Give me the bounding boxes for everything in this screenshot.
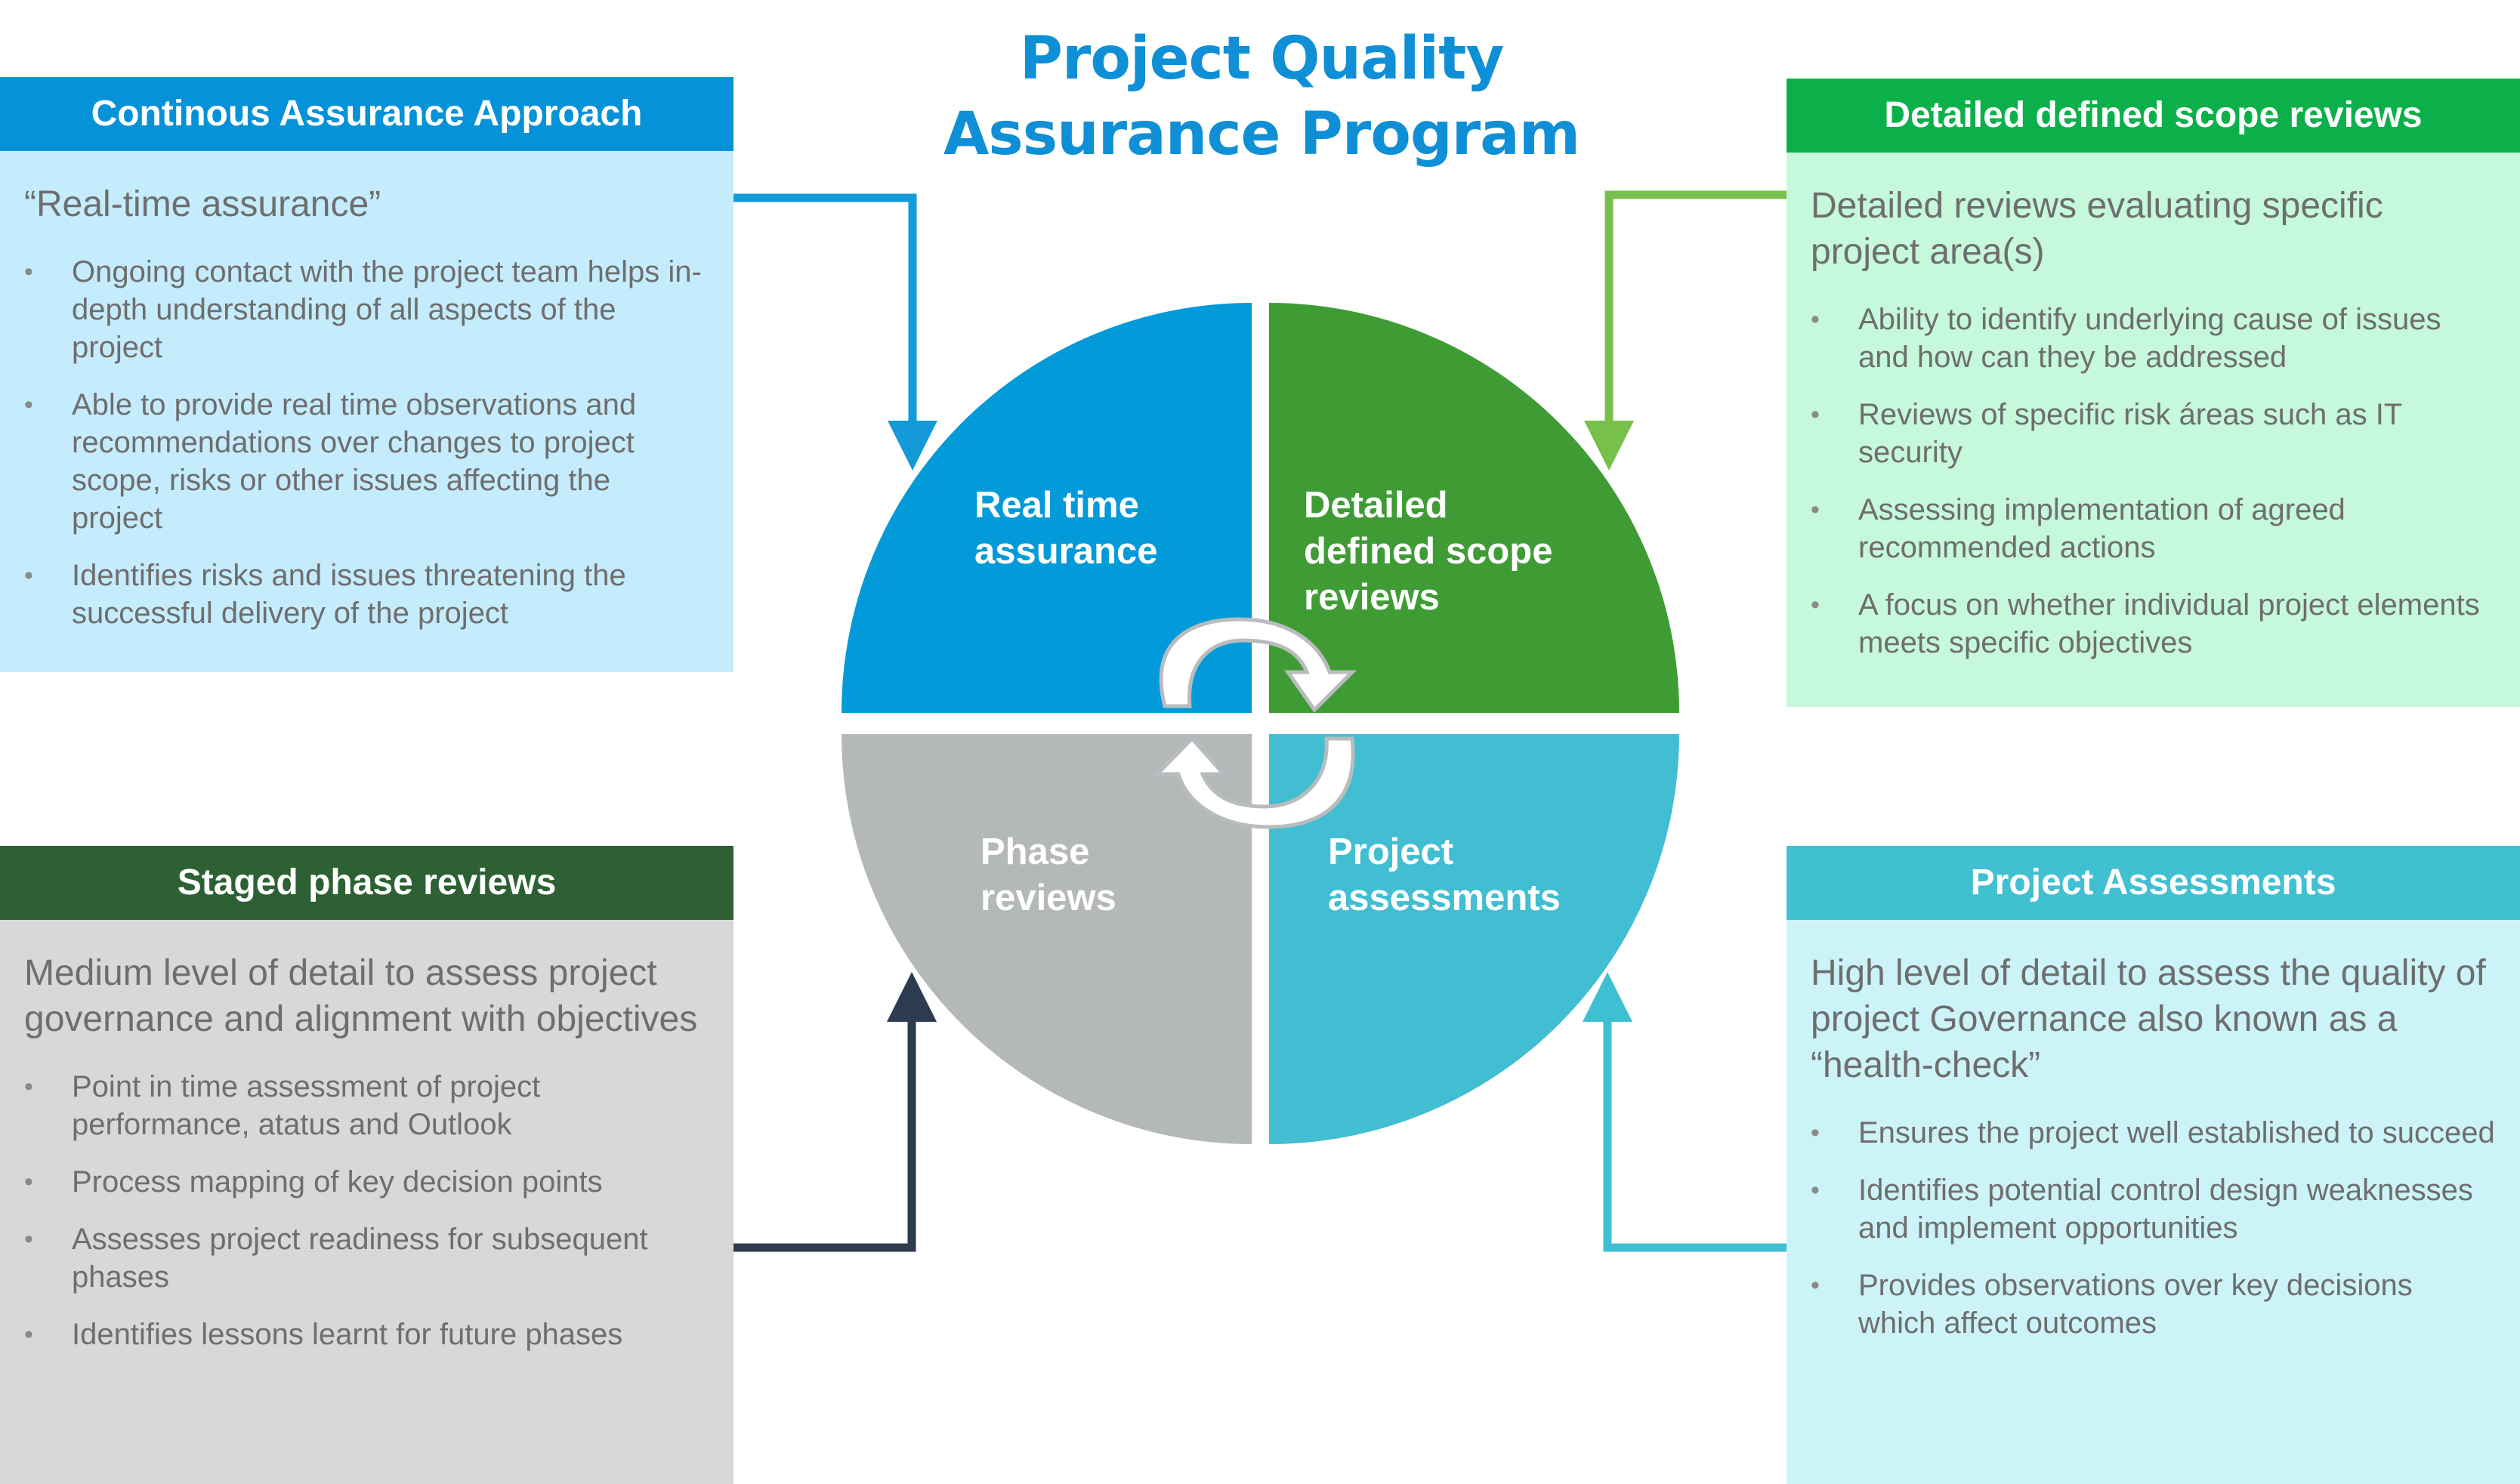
cycle-arrow-bottom-icon <box>1153 736 1355 829</box>
bullet-list: Ability to identify underlying cause of … <box>1811 301 2496 662</box>
quadrant-label-line: reviews <box>1304 577 1440 618</box>
quadrant-top-right <box>1269 303 1679 713</box>
quadrant-label-line: Detailed <box>1304 485 1448 526</box>
quadrant-bottom-left <box>842 734 1252 1144</box>
quadrant-label-line: assessments <box>1328 878 1561 918</box>
panel-body: Medium level of detail to assess project… <box>0 920 733 1484</box>
bullet-item: Ability to identify underlying cause of … <box>1811 301 2496 376</box>
quadrant-label-assessments: Project assessments <box>1328 829 1561 921</box>
connector-assessments <box>1583 972 1790 1252</box>
bullet-item: Process mapping of key decision points <box>24 1163 709 1201</box>
bullet-item: Assesses project readiness for subsequen… <box>24 1220 709 1296</box>
connector-continuous <box>733 193 937 470</box>
quadrant-top-left <box>842 303 1252 713</box>
title-line-1: Project Quality <box>1019 25 1505 93</box>
bullet-item: Ensures the project well established to … <box>1811 1114 2496 1152</box>
quadrant-label-line: Real time <box>974 485 1139 526</box>
panel-header: Detailed defined scope reviews <box>1787 79 2520 153</box>
panel-lead: High level of detail to assess the quali… <box>1811 953 2486 1085</box>
connector-staged <box>727 972 937 1252</box>
bullet-item: Assessing implementation of agreed recom… <box>1811 491 2496 566</box>
panel-body: High level of detail to assess the quali… <box>1787 920 2520 1484</box>
bullet-list: Ensures the project well established to … <box>1811 1114 2496 1342</box>
panel-continuous-assurance: Continous Assurance Approach “Real-time … <box>0 77 733 672</box>
bullet-item: Identifies lessons learnt for future pha… <box>24 1316 709 1353</box>
panel-body: Detailed reviews evaluating specific pro… <box>1787 153 2520 707</box>
quadrant-label-line: assurance <box>974 531 1158 572</box>
quadrant-label-line: defined scope <box>1304 531 1553 572</box>
panel-staged-phase-reviews: Staged phase reviews Medium level of det… <box>0 846 733 1484</box>
cycle-arrows <box>1153 617 1357 829</box>
panel-lead: Detailed reviews evaluating specific pro… <box>1811 186 2383 272</box>
panel-lead: Medium level of detail to assess project… <box>24 953 698 1039</box>
quadrant-label-line: reviews <box>981 878 1116 918</box>
quadrant-label-line: Phase <box>981 831 1090 872</box>
bullet-item: Able to provide real time observations a… <box>24 386 709 537</box>
quadrant-label-line: Project <box>1328 831 1454 872</box>
bullet-list: Point in time assessment of project perf… <box>24 1068 709 1353</box>
panel-detailed-scope-reviews: Detailed defined scope reviews Detailed … <box>1787 79 2520 707</box>
quadrant-label-detailed: Detailed defined scope reviews <box>1304 483 1552 621</box>
panel-header: Staged phase reviews <box>0 846 733 920</box>
bullet-item: A focus on whether individual project el… <box>1811 586 2496 662</box>
panel-lead: “Real-time assurance” <box>24 184 381 224</box>
bullet-item: Ongoing contact with the project team he… <box>24 253 709 366</box>
quadrant-bottom-right <box>1269 734 1679 1144</box>
page-title: Project Quality Assurance Program <box>869 21 1654 172</box>
bullet-item: Point in time assessment of project perf… <box>24 1068 709 1143</box>
title-line-2: Assurance Program <box>943 100 1580 168</box>
panel-body: “Real-time assurance” Ongoing contact wi… <box>0 151 733 672</box>
bullet-item: Provides observations over key decisions… <box>1811 1266 2496 1342</box>
panel-header: Project Assessments <box>1787 846 2520 920</box>
bullet-item: Identifies potential control design weak… <box>1811 1171 2496 1247</box>
bullet-item: Identifies risks and issues threatening … <box>24 557 709 632</box>
bullet-list: Ongoing contact with the project team he… <box>24 253 709 632</box>
panel-header: Continous Assurance Approach <box>0 77 733 151</box>
quadrant-label-phase: Phase reviews <box>981 829 1116 921</box>
panel-project-assessments: Project Assessments High level of detail… <box>1787 846 2520 1484</box>
cycle-arrow-top-icon <box>1159 617 1357 713</box>
bullet-item: Reviews of specific risk áreas such as I… <box>1811 396 2496 471</box>
quadrant-diagram <box>727 190 1790 1252</box>
quadrant-label-real-time: Real time assurance <box>974 483 1157 575</box>
connector-detailed <box>1584 190 1790 470</box>
